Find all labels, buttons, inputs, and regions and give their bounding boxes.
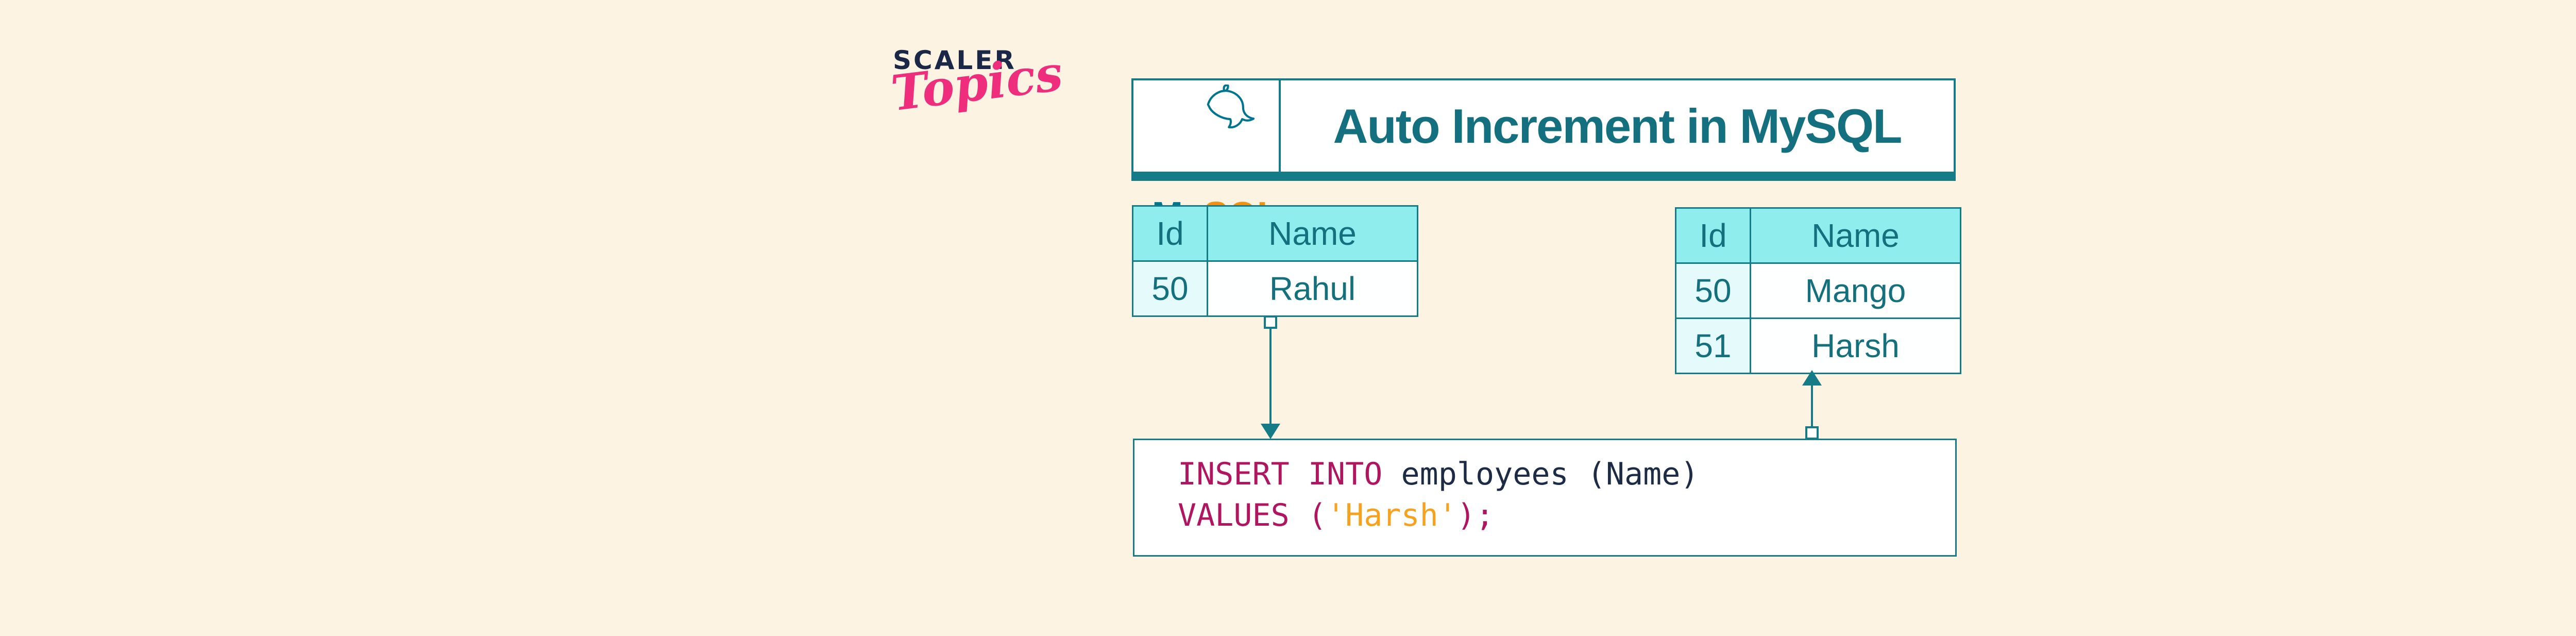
connector-line-right	[1811, 384, 1813, 427]
right-table-header-name: Name	[1751, 209, 1960, 262]
arrow-down-icon	[1261, 424, 1280, 439]
left-table-cell-name: Rahul	[1208, 262, 1417, 315]
connector-anchor-square-right	[1805, 426, 1819, 440]
left-table-header-id: Id	[1133, 207, 1207, 260]
right-table-cell-name-2: Harsh	[1751, 319, 1960, 373]
right-table-header-id: Id	[1676, 209, 1750, 262]
sql-keyword-insert-into: INSERT INTO	[1178, 456, 1383, 492]
sql-code-box: INSERT INTO employees (Name) VALUES ('Ha…	[1133, 439, 1957, 557]
mysql-logo: MySQL™	[1133, 80, 1290, 234]
right-table-cell-id-2: 51	[1676, 319, 1750, 373]
left-table-cell-id: 50	[1133, 262, 1207, 315]
sql-code-line-2: VALUES ('Harsh');	[1178, 495, 1955, 536]
arrow-up-icon	[1802, 370, 1822, 386]
table-after-insert: Id Name 50 Mango 51 Harsh	[1675, 207, 1961, 374]
sql-identifier-employees: employees (Name)	[1382, 456, 1699, 492]
sql-string-harsh: 'Harsh'	[1326, 497, 1457, 533]
sql-closing-punctuation: );	[1456, 497, 1495, 533]
right-table-cell-id-1: 50	[1676, 264, 1750, 317]
connector-line-left	[1269, 329, 1272, 425]
connector-anchor-square-left	[1264, 315, 1277, 329]
left-table-header-name: Name	[1208, 207, 1417, 260]
scaler-topics-logo: SCALER Topics	[888, 45, 1065, 122]
scaler-logo-text: SCALER	[893, 45, 1016, 75]
title-banner: MySQL™ Auto Increment in MySQL	[1131, 78, 1956, 234]
page-title: Auto Increment in MySQL	[1333, 98, 1903, 153]
sql-code-line-1: INSERT INTO employees (Name)	[1178, 454, 1955, 495]
sql-keyword-values: VALUES (	[1178, 497, 1327, 533]
right-table-cell-name-1: Mango	[1751, 264, 1960, 317]
mysql-dolphin-icon	[1207, 85, 1255, 129]
table-before-insert: Id Name 50 Rahul	[1132, 205, 1418, 317]
